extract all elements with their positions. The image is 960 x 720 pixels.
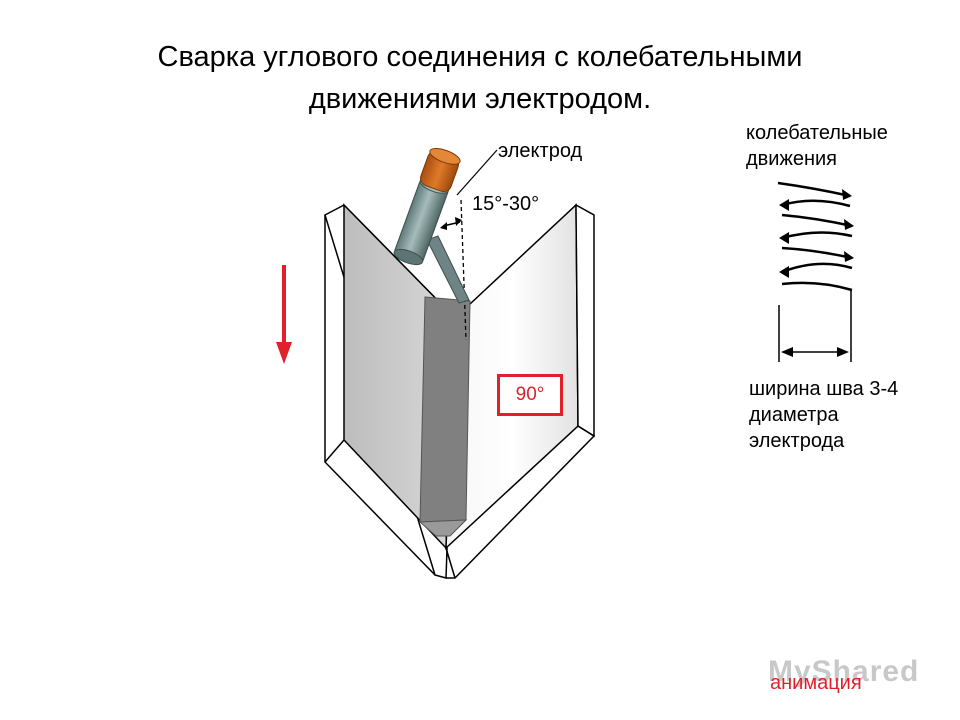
electrode-label: электрод bbox=[498, 140, 583, 162]
watermark-logo: MyShared bbox=[768, 655, 920, 688]
oscillation-arrowheads bbox=[779, 189, 854, 278]
page-title: Сварка углового соединения с колебательн… bbox=[157, 41, 803, 115]
seam-width-dimension bbox=[778, 290, 852, 362]
down-arrow-icon bbox=[276, 265, 292, 364]
animation-link[interactable]: анимация bbox=[770, 672, 862, 694]
weld-seam bbox=[419, 296, 471, 523]
electrode-holder-icon bbox=[393, 148, 461, 266]
curved-arrow-icon bbox=[777, 181, 853, 292]
electrode-leader bbox=[456, 149, 498, 196]
vertical-reference-line bbox=[460, 199, 467, 341]
oscillation-label: колебательные движения bbox=[746, 122, 888, 170]
angle-range-label: 15°-30° bbox=[472, 193, 540, 215]
electrode-rod bbox=[426, 235, 470, 304]
angle-90-box: 90° bbox=[497, 374, 563, 416]
right-plate-edge bbox=[575, 203, 595, 438]
seam-width-label: ширина шва 3-4 диаметра электрода bbox=[749, 378, 899, 452]
